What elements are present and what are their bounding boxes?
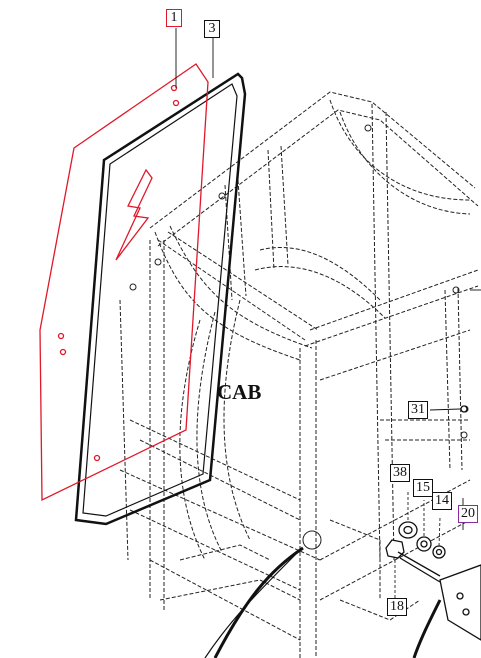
frame-fasteners — [129, 124, 469, 550]
callout-part-38[interactable]: 38 — [390, 464, 410, 482]
door-glass-part-1 — [39, 63, 209, 502]
callout-part-18[interactable]: 18 — [387, 598, 407, 616]
callout-part-1[interactable]: 1 — [166, 9, 182, 27]
door-seal-part-3 — [74, 72, 247, 526]
callout-part-15[interactable]: 15 — [413, 479, 433, 497]
cab-frame — [119, 91, 479, 658]
leader-lines — [175, 28, 481, 530]
callout-part-31[interactable]: 31 — [408, 401, 428, 419]
assembly-guides — [394, 490, 441, 600]
cab-section-label: CAB — [217, 380, 262, 404]
hardware-group — [385, 405, 481, 641]
callout-part-14[interactable]: 14 — [432, 492, 452, 510]
callout-part-20[interactable]: 20 — [458, 505, 478, 523]
hose-thin — [204, 549, 301, 658]
callout-part-3[interactable]: 3 — [204, 20, 220, 38]
hoses — [213, 546, 442, 658]
